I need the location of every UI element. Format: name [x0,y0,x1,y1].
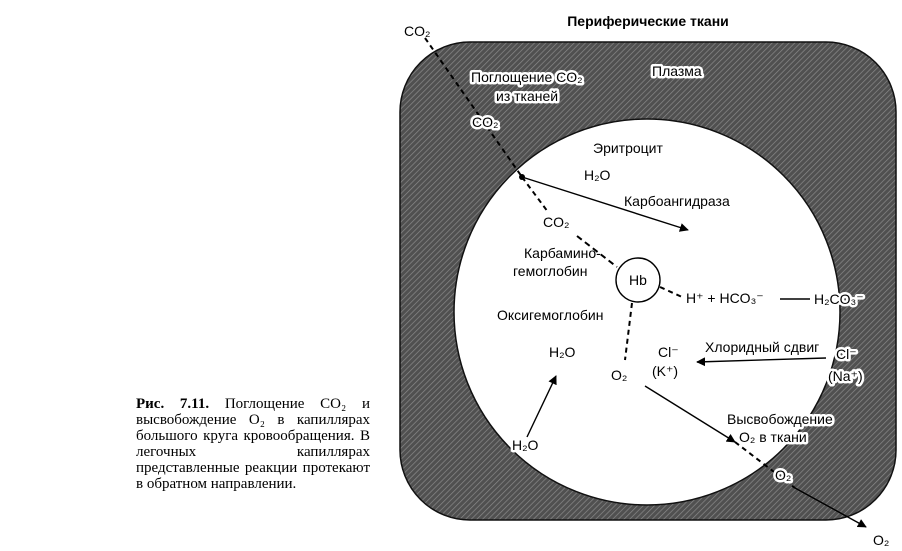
co2-to-hb-path [521,176,549,213]
carbaminohemoglobin-label-line2: гемоглобин [513,263,587,279]
chloride-shift-label: Хлоридный сдвиг [705,339,819,355]
proton-bicarbonate-label: H⁺ + HCO₃⁻ [686,290,764,306]
erythrocyte-label: Эритроцит [593,140,663,156]
h2o-outside-label: H₂O [512,437,539,453]
water-influx-arrow [526,375,557,438]
carbaminohemoglobin-label-line1: Карбамино- [524,245,601,261]
plasma-label: Плазма [652,63,702,79]
hemoglobin-label: Hb [629,272,647,288]
carbonic-anhydrase-label: Карбоангидраза [624,193,730,209]
hb-to-o2-path [624,302,633,361]
figure-caption-text: Поглощение CO₂ и высвобождение O₂ в капи… [136,396,370,492]
co2-inner-label: CO₂ [543,214,569,230]
chloride-outside-label-line1: Cl⁻ [836,346,857,362]
erythrocyte-cell [453,118,841,506]
co2-diffusion-path [424,37,523,178]
o2-release-label-line1: Высвобождение [727,411,833,427]
hemoglobin-circle [615,257,661,303]
h2o-inside-label: H₂O [584,167,611,183]
o2-destination-label: O₂ [873,532,889,548]
co2-uptake-label-line1: Поглощение CO₂ [471,69,583,85]
co2-hb-binding-path [576,235,618,268]
o2-membrane-label: O₂ [775,467,791,483]
o2-release-arrow [644,385,736,443]
co2-source-label: CO₂ [404,23,430,39]
o2-inner-label: O₂ [611,367,627,383]
hb-to-proton-path [659,286,683,298]
figure-caption: Рис. 7.11. Поглощение CO₂ и высвобождени… [136,396,370,492]
chloride-inside-label-line2: (K⁺) [652,363,678,379]
oxyhemoglobin-label: Оксигемоглобин [497,307,603,323]
chloride-inside-label-line1: Cl⁻ [658,344,679,360]
h2o-right-label: H₂O [549,344,576,360]
o2-exit-arrow [794,487,867,528]
carbonic-anhydrase-arrow [521,176,689,232]
tissue-title: Периферические ткани [567,13,729,29]
chloride-outside-label-line2: (Na⁺) [828,368,863,384]
o2-diffusion-path [734,441,796,489]
o2-release-label-line2: O₂ в ткани [739,429,807,445]
co2-membrane-label: CO₂ [472,114,498,130]
figure-number: Рис. 7.11. [136,396,210,412]
carbonic-acid-label: H₂CO₃⁻ [814,291,864,307]
co2-uptake-label-line2: из тканей [496,88,558,104]
chloride-shift-arrow [696,357,827,367]
